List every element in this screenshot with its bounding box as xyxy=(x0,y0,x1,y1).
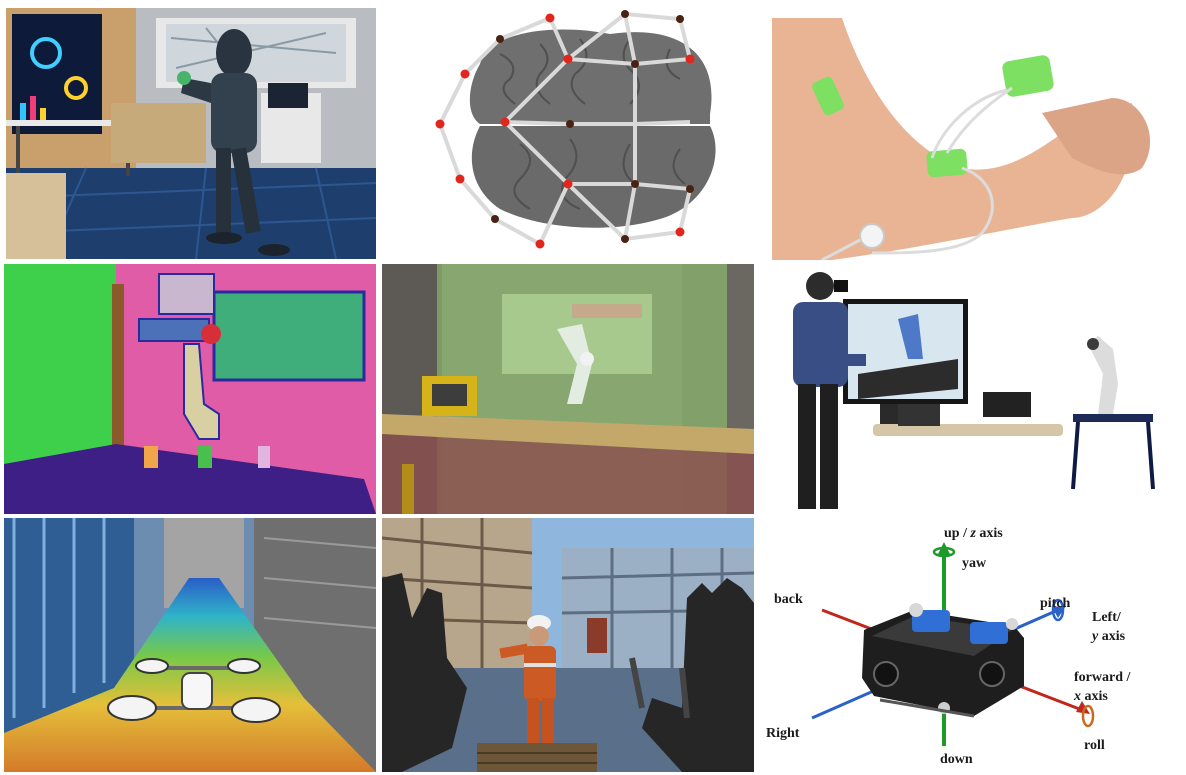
roll-label: roll xyxy=(1084,738,1105,753)
drone-icon xyxy=(107,658,281,723)
teleoperation-image xyxy=(768,264,1182,514)
panel-brain-sensor-grid xyxy=(380,4,764,260)
pitch-arrow-icon xyxy=(1051,598,1065,622)
yaw-arrow-icon xyxy=(932,546,956,558)
vr-gloves-icon xyxy=(382,573,754,772)
segmentation-map-image xyxy=(4,264,376,514)
back-label: back xyxy=(774,592,803,607)
vr-avatar-in-office-image xyxy=(6,8,376,259)
forward-x-axis-label: forward /x axis xyxy=(1074,670,1131,704)
drone-depth-image xyxy=(4,518,376,772)
pitch-label: pitch xyxy=(1040,596,1071,611)
rov-icon xyxy=(862,603,1024,718)
yaw-label: yaw xyxy=(962,556,987,571)
right-label: Right xyxy=(766,726,800,741)
rov-diagram-graphic xyxy=(762,518,1182,772)
robot-arm-workcell-image xyxy=(382,264,754,514)
roll-arrow-icon xyxy=(1081,704,1095,728)
panel-vr-robot-workcell xyxy=(382,264,754,514)
up-z-axis-label: up / z axis xyxy=(944,526,1003,541)
panel-arm-wearable-sensors xyxy=(772,18,1182,260)
panel-vr-suit-room xyxy=(6,8,376,259)
brain-eeg-image xyxy=(380,4,764,260)
vr-construction-image xyxy=(382,518,754,772)
panel-teleoperation-setup xyxy=(768,264,1182,514)
wearable-sensor-image xyxy=(772,18,1182,260)
left-y-axis-label: Left/y axis xyxy=(1092,610,1126,644)
panel-drone-depth-city xyxy=(4,518,376,772)
panel-vr-construction-worker xyxy=(382,518,754,772)
panel-rov-axes-diagram: up / z axis yaw back pitch Left/y axis f… xyxy=(762,518,1182,772)
panel-segmentation-robot-arm xyxy=(4,264,376,514)
down-label: down xyxy=(940,752,973,767)
